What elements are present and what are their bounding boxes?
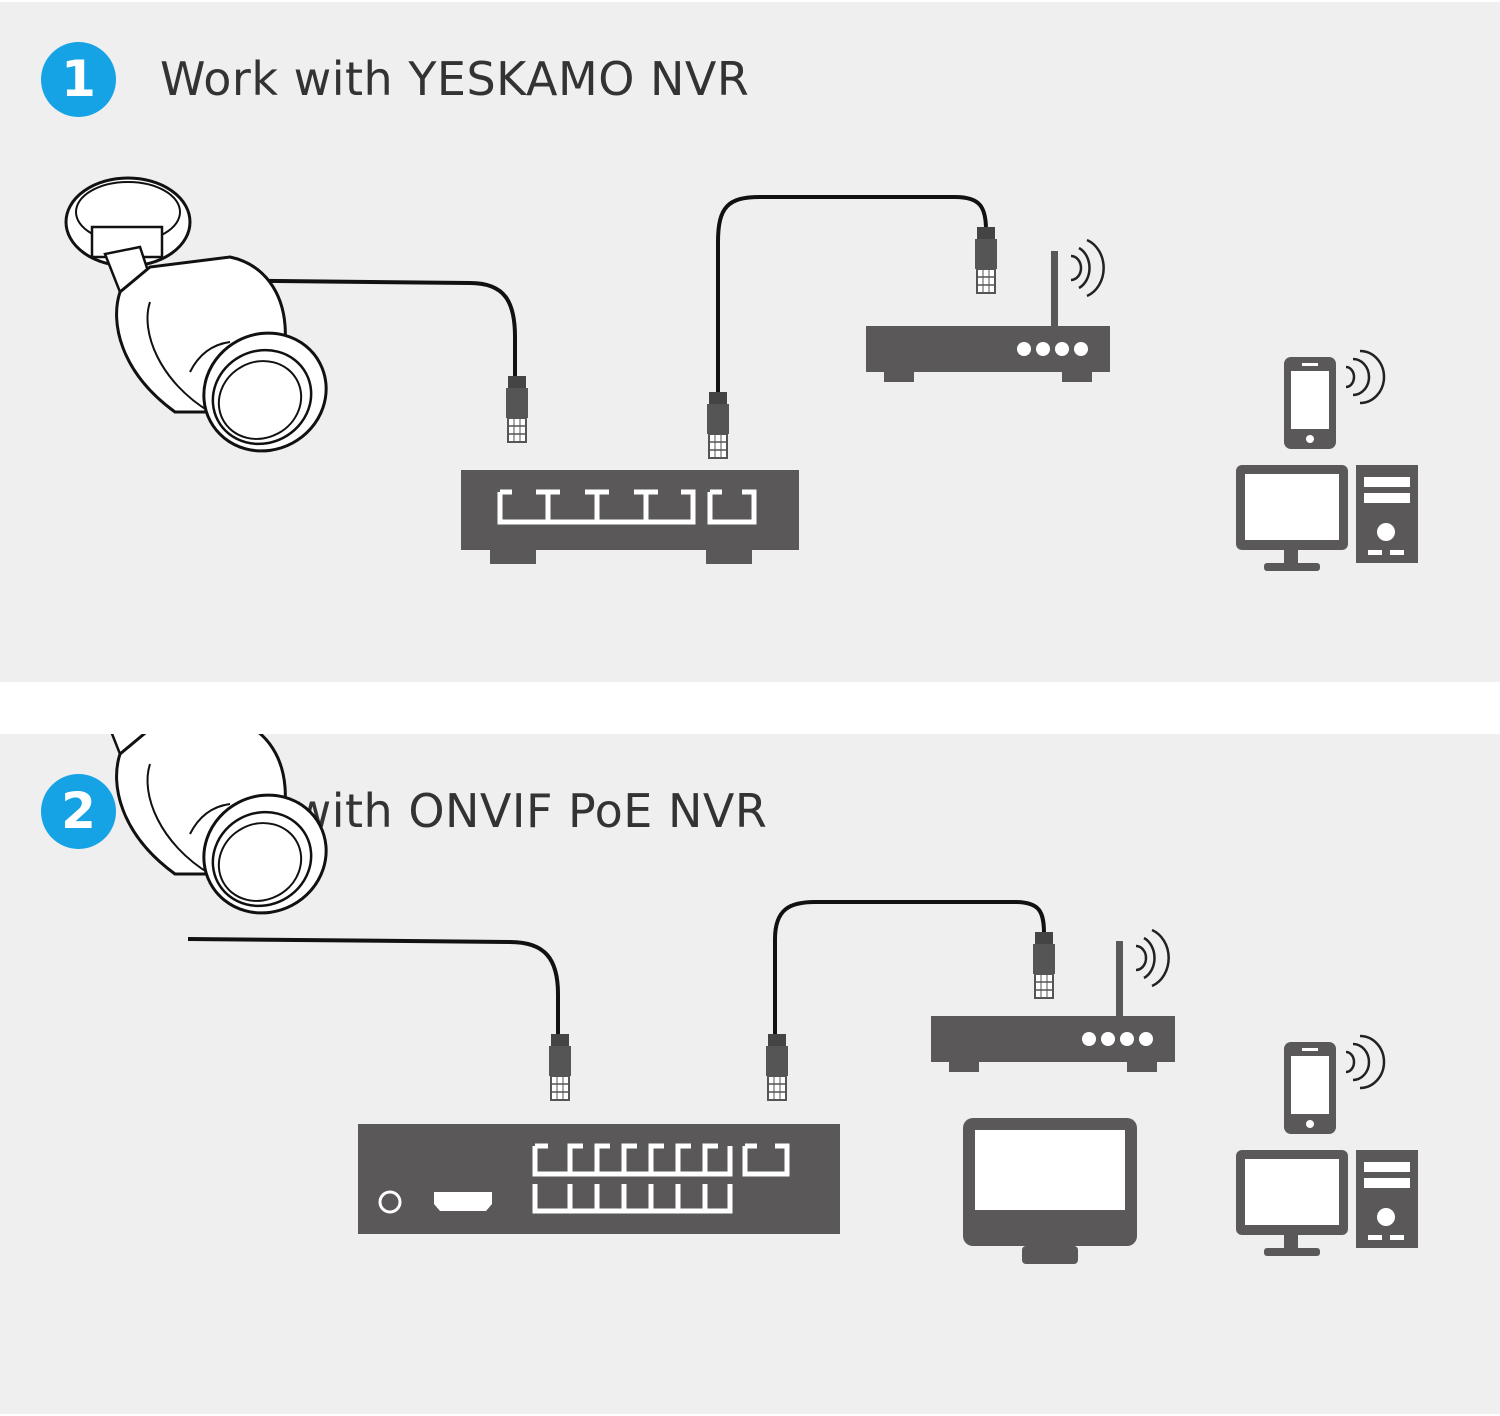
rj45-plug-icon	[974, 226, 998, 294]
rj45-plug-icon	[1032, 931, 1056, 999]
bullet-camera-icon	[64, 176, 349, 474]
panel-onvif-poe-nvr: 2 Work with ONVIF PoE NVR	[0, 734, 1500, 1414]
panel-yeskamo-nvr: 1 Work with YESKAMO NVR	[0, 2, 1500, 682]
rj45-plug-icon	[706, 391, 730, 459]
bullet-camera-icon	[64, 734, 349, 936]
network-diagram	[64, 176, 1420, 573]
monitor-icon	[963, 1118, 1137, 1264]
rj45-plug-icon	[765, 1033, 789, 1101]
poe-nvr-icon	[358, 1124, 840, 1234]
network-diagram	[64, 734, 1420, 1264]
step-number-badge: 2	[41, 774, 116, 849]
network-switch-icon	[461, 470, 799, 564]
ethernet-cable	[773, 900, 1046, 1039]
rj45-plug-icon	[548, 1033, 572, 1101]
ethernet-cable	[716, 195, 988, 392]
panel-title: Work with YESKAMO NVR	[160, 52, 750, 106]
ethernet-cable	[184, 278, 517, 377]
ethernet-cable	[187, 937, 560, 1039]
step-number-badge: 1	[41, 42, 116, 117]
smartphone-and-desktop-computer-icon	[1234, 1034, 1420, 1258]
smartphone-and-desktop-computer-icon	[1234, 349, 1420, 573]
rj45-plug-icon	[505, 375, 529, 443]
